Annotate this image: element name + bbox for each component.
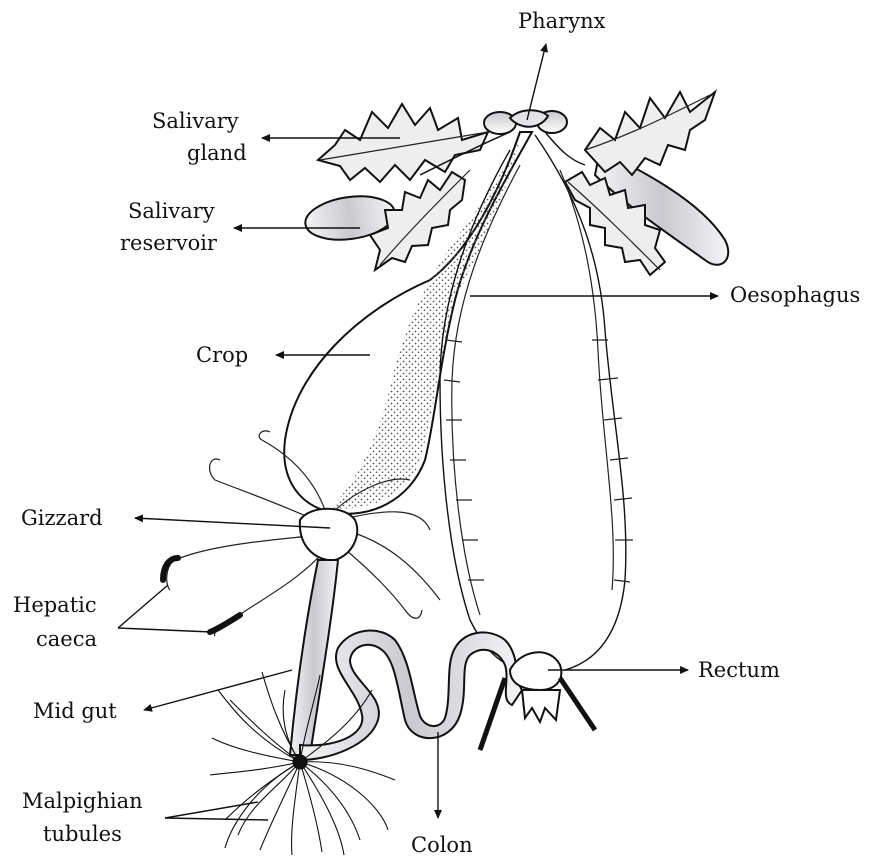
label-rectum: Rectum [698,658,780,682]
label-gizzard: Gizzard [21,506,103,530]
label-malpighian-line1: Malpighian [22,789,143,813]
label-mid-gut: Mid gut [33,699,117,723]
label-colon: Colon [411,833,473,857]
label-hepatic-caeca-line1: Hepatic [13,593,97,617]
label-salivary-gland-line1: Salivary [152,109,239,133]
label-salivary-reservoir-line2: reservoir [120,231,218,255]
mid-gut [290,560,338,755]
label-hepatic-caeca-line2: caeca [36,627,97,651]
label-oesophagus: Oesophagus [730,283,860,307]
gizzard [300,509,357,560]
colon [300,631,522,760]
rectum [480,652,595,750]
label-crop: Crop [196,343,248,367]
label-salivary-reservoir-line1: Salivary [128,199,215,223]
label-malpighian-line2: tubules [43,822,122,846]
pharynx [484,110,567,134]
label-pharynx: Pharynx [518,9,606,33]
label-salivary-gland-line2: gland [187,141,247,165]
